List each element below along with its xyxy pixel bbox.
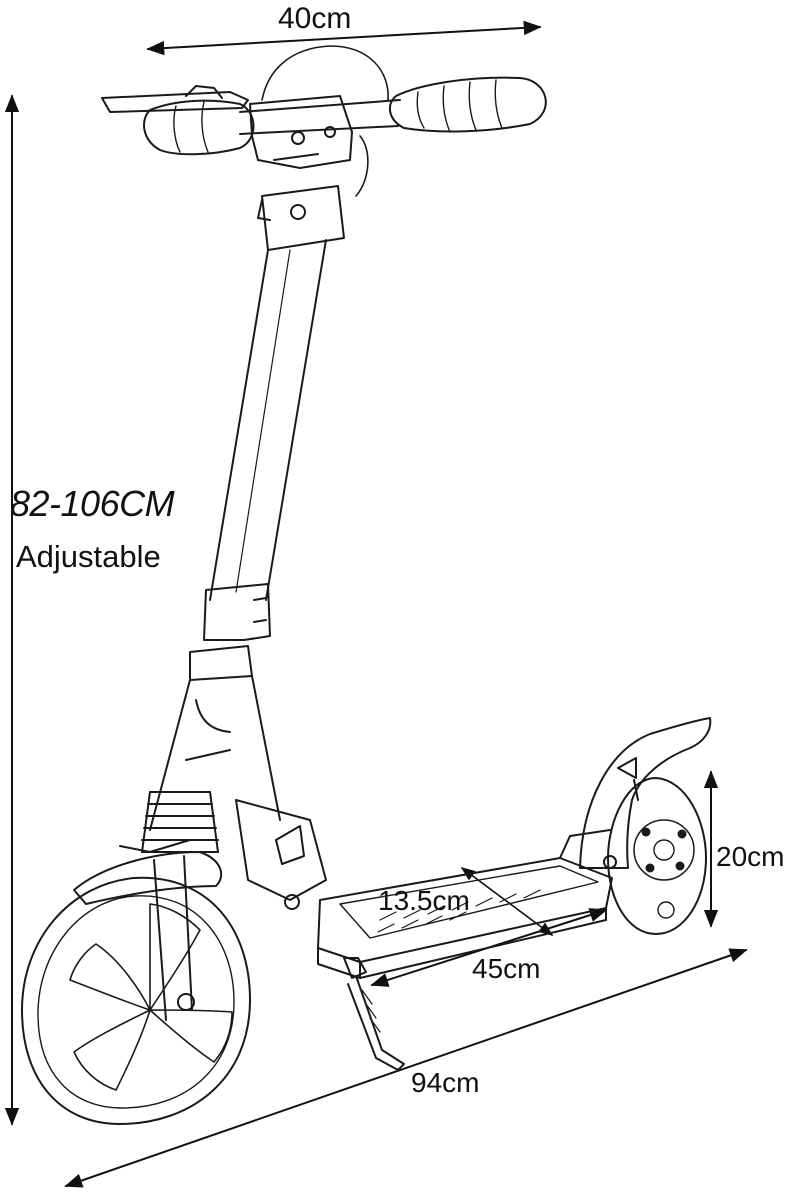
- folding-joint: [235, 799, 327, 901]
- deck-width-label: 13.5cm: [378, 885, 470, 916]
- deck-length-label: 45cm: [472, 953, 541, 984]
- rear-fender: [579, 717, 712, 869]
- left-grip: [143, 99, 255, 156]
- brake-disc: [633, 819, 695, 881]
- rear-wheel-assembly: [579, 717, 712, 935]
- deck: [317, 829, 613, 979]
- total-length-label: 94cm: [411, 1067, 480, 1098]
- handlebar-width-label: 40cm: [278, 2, 352, 35]
- wheel-diameter-label: 20cm: [716, 841, 785, 872]
- brake-lever: [101, 91, 249, 113]
- right-grip: [388, 76, 547, 133]
- front-fender: [73, 851, 223, 905]
- deck-width-dimension-line: [460, 867, 554, 936]
- total-length-dimension-line: [64, 948, 748, 1188]
- steering-stem: [141, 153, 345, 910]
- brake-cable: [261, 45, 389, 101]
- kickstand: [343, 957, 405, 1071]
- front-wheel-assembly: [21, 839, 251, 1125]
- handlebar: [101, 45, 547, 197]
- height-range-label: 82-106CM: [10, 483, 175, 524]
- rear-wheel: [607, 777, 707, 935]
- width-dimension-line: [146, 20, 542, 56]
- suspension-spring: [141, 791, 219, 853]
- front-wheel: [21, 876, 251, 1125]
- height-adjust-clamp: [203, 583, 271, 641]
- height-adjustable-label: Adjustable: [16, 539, 161, 574]
- handlebar-clamp: [249, 95, 353, 169]
